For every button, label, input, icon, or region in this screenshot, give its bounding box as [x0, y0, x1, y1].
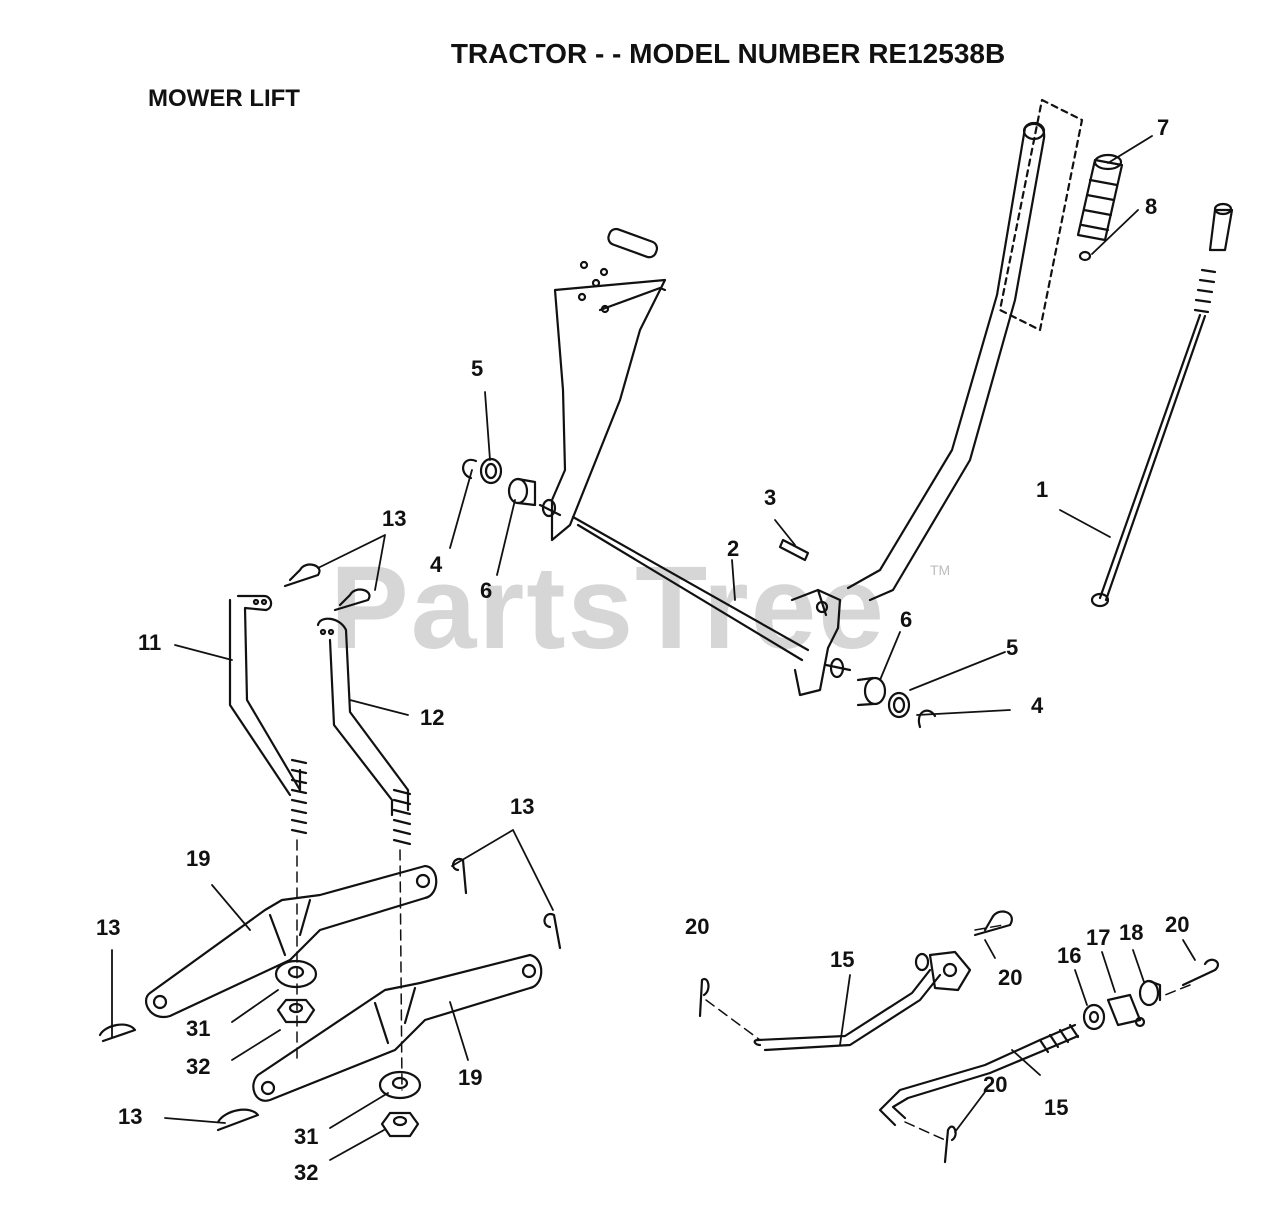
- hairpin-cotter-left[interactable]: [98, 1023, 137, 1043]
- callout-31-upper: 31: [186, 1016, 210, 1041]
- section-title: MOWER LIFT: [148, 85, 300, 112]
- clip-20-right[interactable]: [1181, 958, 1220, 987]
- callout-20-bottom: 20: [983, 1072, 1007, 1097]
- mounting-plate[interactable]: [550, 227, 667, 542]
- callout-11: 11: [138, 630, 161, 655]
- callout-13-top: 13: [382, 506, 406, 531]
- assembly-lines: [296, 839, 1191, 1141]
- callout-5-right: 5: [1006, 635, 1018, 660]
- callout-19-lower: 19: [458, 1065, 482, 1090]
- shaft-bracket[interactable]: [790, 588, 852, 697]
- callout-17: 17: [1086, 925, 1110, 950]
- clip-20-bottom[interactable]: [943, 1125, 957, 1164]
- callouts: 1 2 3 4 4 5 5 6 6 7 8 11 12 13 13 13 13 …: [96, 115, 1189, 1185]
- callout-8: 8: [1145, 194, 1157, 219]
- callout-20-left: 20: [685, 914, 709, 939]
- right-retainer-ring[interactable]: [917, 709, 937, 729]
- trunnion-fitting[interactable]: [1138, 979, 1162, 1007]
- right-washer[interactable]: [887, 691, 911, 719]
- clip-20-top[interactable]: [973, 910, 1013, 937]
- nut-upper[interactable]: [276, 998, 316, 1024]
- left-retainer-ring[interactable]: [462, 458, 478, 480]
- left-washer[interactable]: [479, 457, 503, 485]
- handle-grip[interactable]: [1076, 153, 1124, 242]
- lift-rod[interactable]: [1090, 202, 1234, 608]
- nut-lower[interactable]: [380, 1111, 420, 1138]
- callout-2: 2: [727, 536, 739, 561]
- callout-6-left: 6: [480, 578, 492, 603]
- grip-insert[interactable]: [1078, 250, 1092, 262]
- watermark-logo: PartsTree: [330, 542, 886, 674]
- callout-1: 1: [1036, 477, 1048, 502]
- page-title: TRACTOR - - MODEL NUMBER RE12538B: [450, 38, 1006, 69]
- hairpin-cotter-top-1[interactable]: [283, 563, 321, 588]
- hairpin-cotter-mid-2[interactable]: [543, 912, 562, 950]
- left-lift-link[interactable]: [228, 594, 308, 835]
- adjust-rod-lower[interactable]: [878, 1023, 1080, 1127]
- callout-4-left: 4: [430, 552, 443, 577]
- shaft-key[interactable]: [778, 538, 810, 562]
- bushing-upper[interactable]: [274, 959, 318, 989]
- callout-31-lower: 31: [294, 1124, 318, 1149]
- left-bushing[interactable]: [507, 477, 537, 507]
- callout-15-lower: 15: [1044, 1095, 1068, 1120]
- bushing-lower[interactable]: [378, 1070, 422, 1100]
- hairpin-cotter-bottom[interactable]: [216, 1108, 260, 1132]
- jam-nut[interactable]: [1082, 1003, 1106, 1031]
- callout-4-right: 4: [1031, 693, 1044, 718]
- callout-3: 3: [764, 485, 776, 510]
- callout-20-top: 20: [998, 965, 1022, 990]
- callout-16: 16: [1057, 943, 1081, 968]
- callout-15-upper: 15: [830, 947, 854, 972]
- callout-13-bottom: 13: [118, 1104, 142, 1129]
- callout-6-right: 6: [900, 607, 912, 632]
- clip-20-left[interactable]: [698, 977, 710, 1018]
- upper-fitting[interactable]: [914, 950, 972, 992]
- adjust-rod-upper[interactable]: [753, 968, 942, 1052]
- callout-7: 7: [1157, 115, 1169, 140]
- callout-12: 12: [420, 705, 444, 730]
- callout-13-left: 13: [96, 915, 120, 940]
- callout-20-right: 20: [1165, 912, 1189, 937]
- callout-18: 18: [1119, 920, 1143, 945]
- cross-shaft[interactable]: [538, 498, 810, 662]
- right-bushing[interactable]: [856, 676, 887, 707]
- callout-5-left: 5: [471, 356, 483, 381]
- trademark-mark: TM: [930, 562, 951, 578]
- right-lift-link[interactable]: [316, 617, 412, 846]
- trunnion-block[interactable]: [1106, 993, 1146, 1028]
- callout-13-mid: 13: [510, 794, 534, 819]
- upper-lift-arm[interactable]: [145, 864, 438, 1019]
- callout-32-upper: 32: [186, 1054, 210, 1079]
- lower-lift-arm[interactable]: [252, 953, 543, 1102]
- leader-lines: [111, 135, 1196, 1161]
- handle-phantom-outline: [998, 98, 1084, 332]
- lift-handle[interactable]: [846, 121, 1046, 602]
- callout-19-upper: 19: [186, 846, 210, 871]
- hairpin-cotter-top-2[interactable]: [333, 588, 371, 612]
- callout-32-lower: 32: [294, 1160, 318, 1185]
